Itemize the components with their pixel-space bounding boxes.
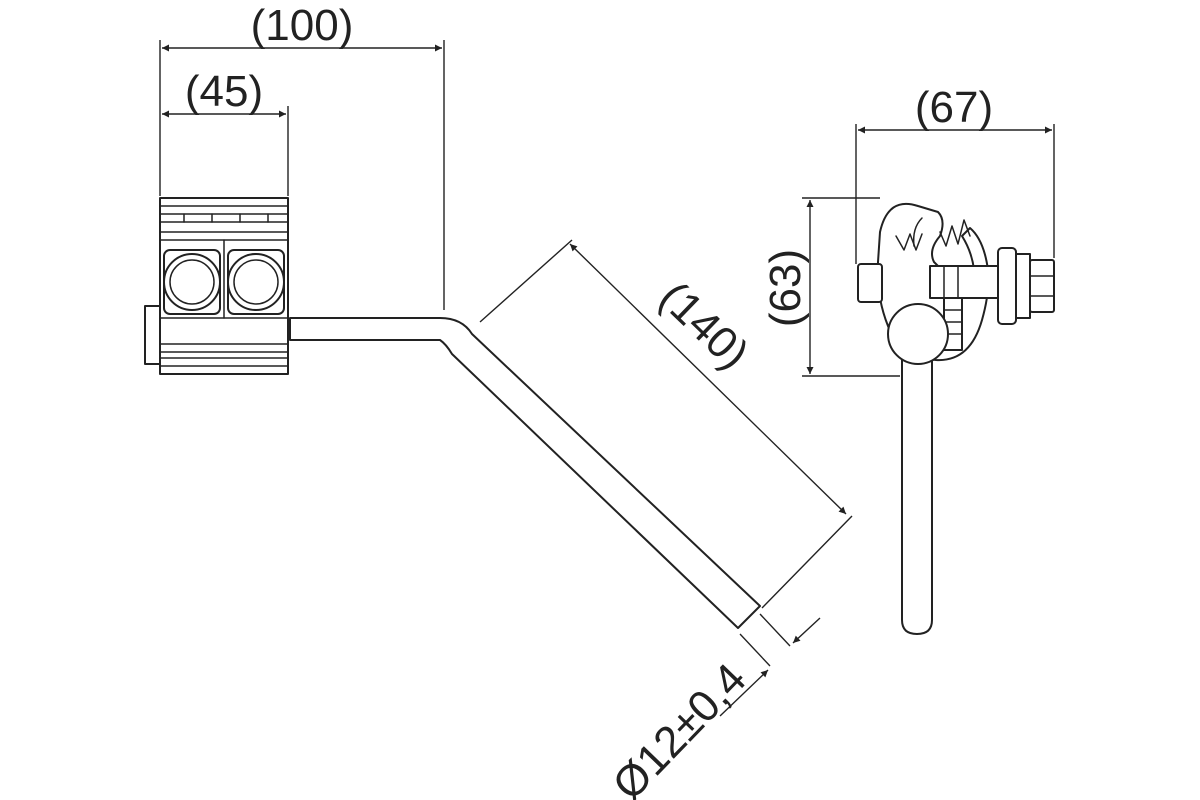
dimension-label-100: (100) (251, 1, 354, 50)
rod-side (901, 339, 933, 635)
dimension-diameter: Ø12±0,4 (603, 613, 821, 800)
dimension-100: (100) (159, 1, 445, 310)
rod-section-side (887, 303, 949, 365)
front-view (144, 197, 761, 629)
bolt-left (163, 249, 221, 315)
bolt-right (227, 249, 285, 315)
side-view (857, 202, 1055, 635)
dimension-label-67: (67) (915, 83, 993, 132)
nut-side (997, 247, 1055, 325)
rod-front (289, 317, 761, 629)
dimension-45: (45) (162, 67, 289, 196)
dimension-label-140: (140) (650, 272, 758, 379)
dimension-label-45: (45) (185, 67, 263, 116)
dimension-67: (67) (855, 83, 1055, 264)
dimension-label-63: (63) (761, 249, 810, 327)
dimension-label-diameter: Ø12±0,4 (603, 654, 755, 800)
